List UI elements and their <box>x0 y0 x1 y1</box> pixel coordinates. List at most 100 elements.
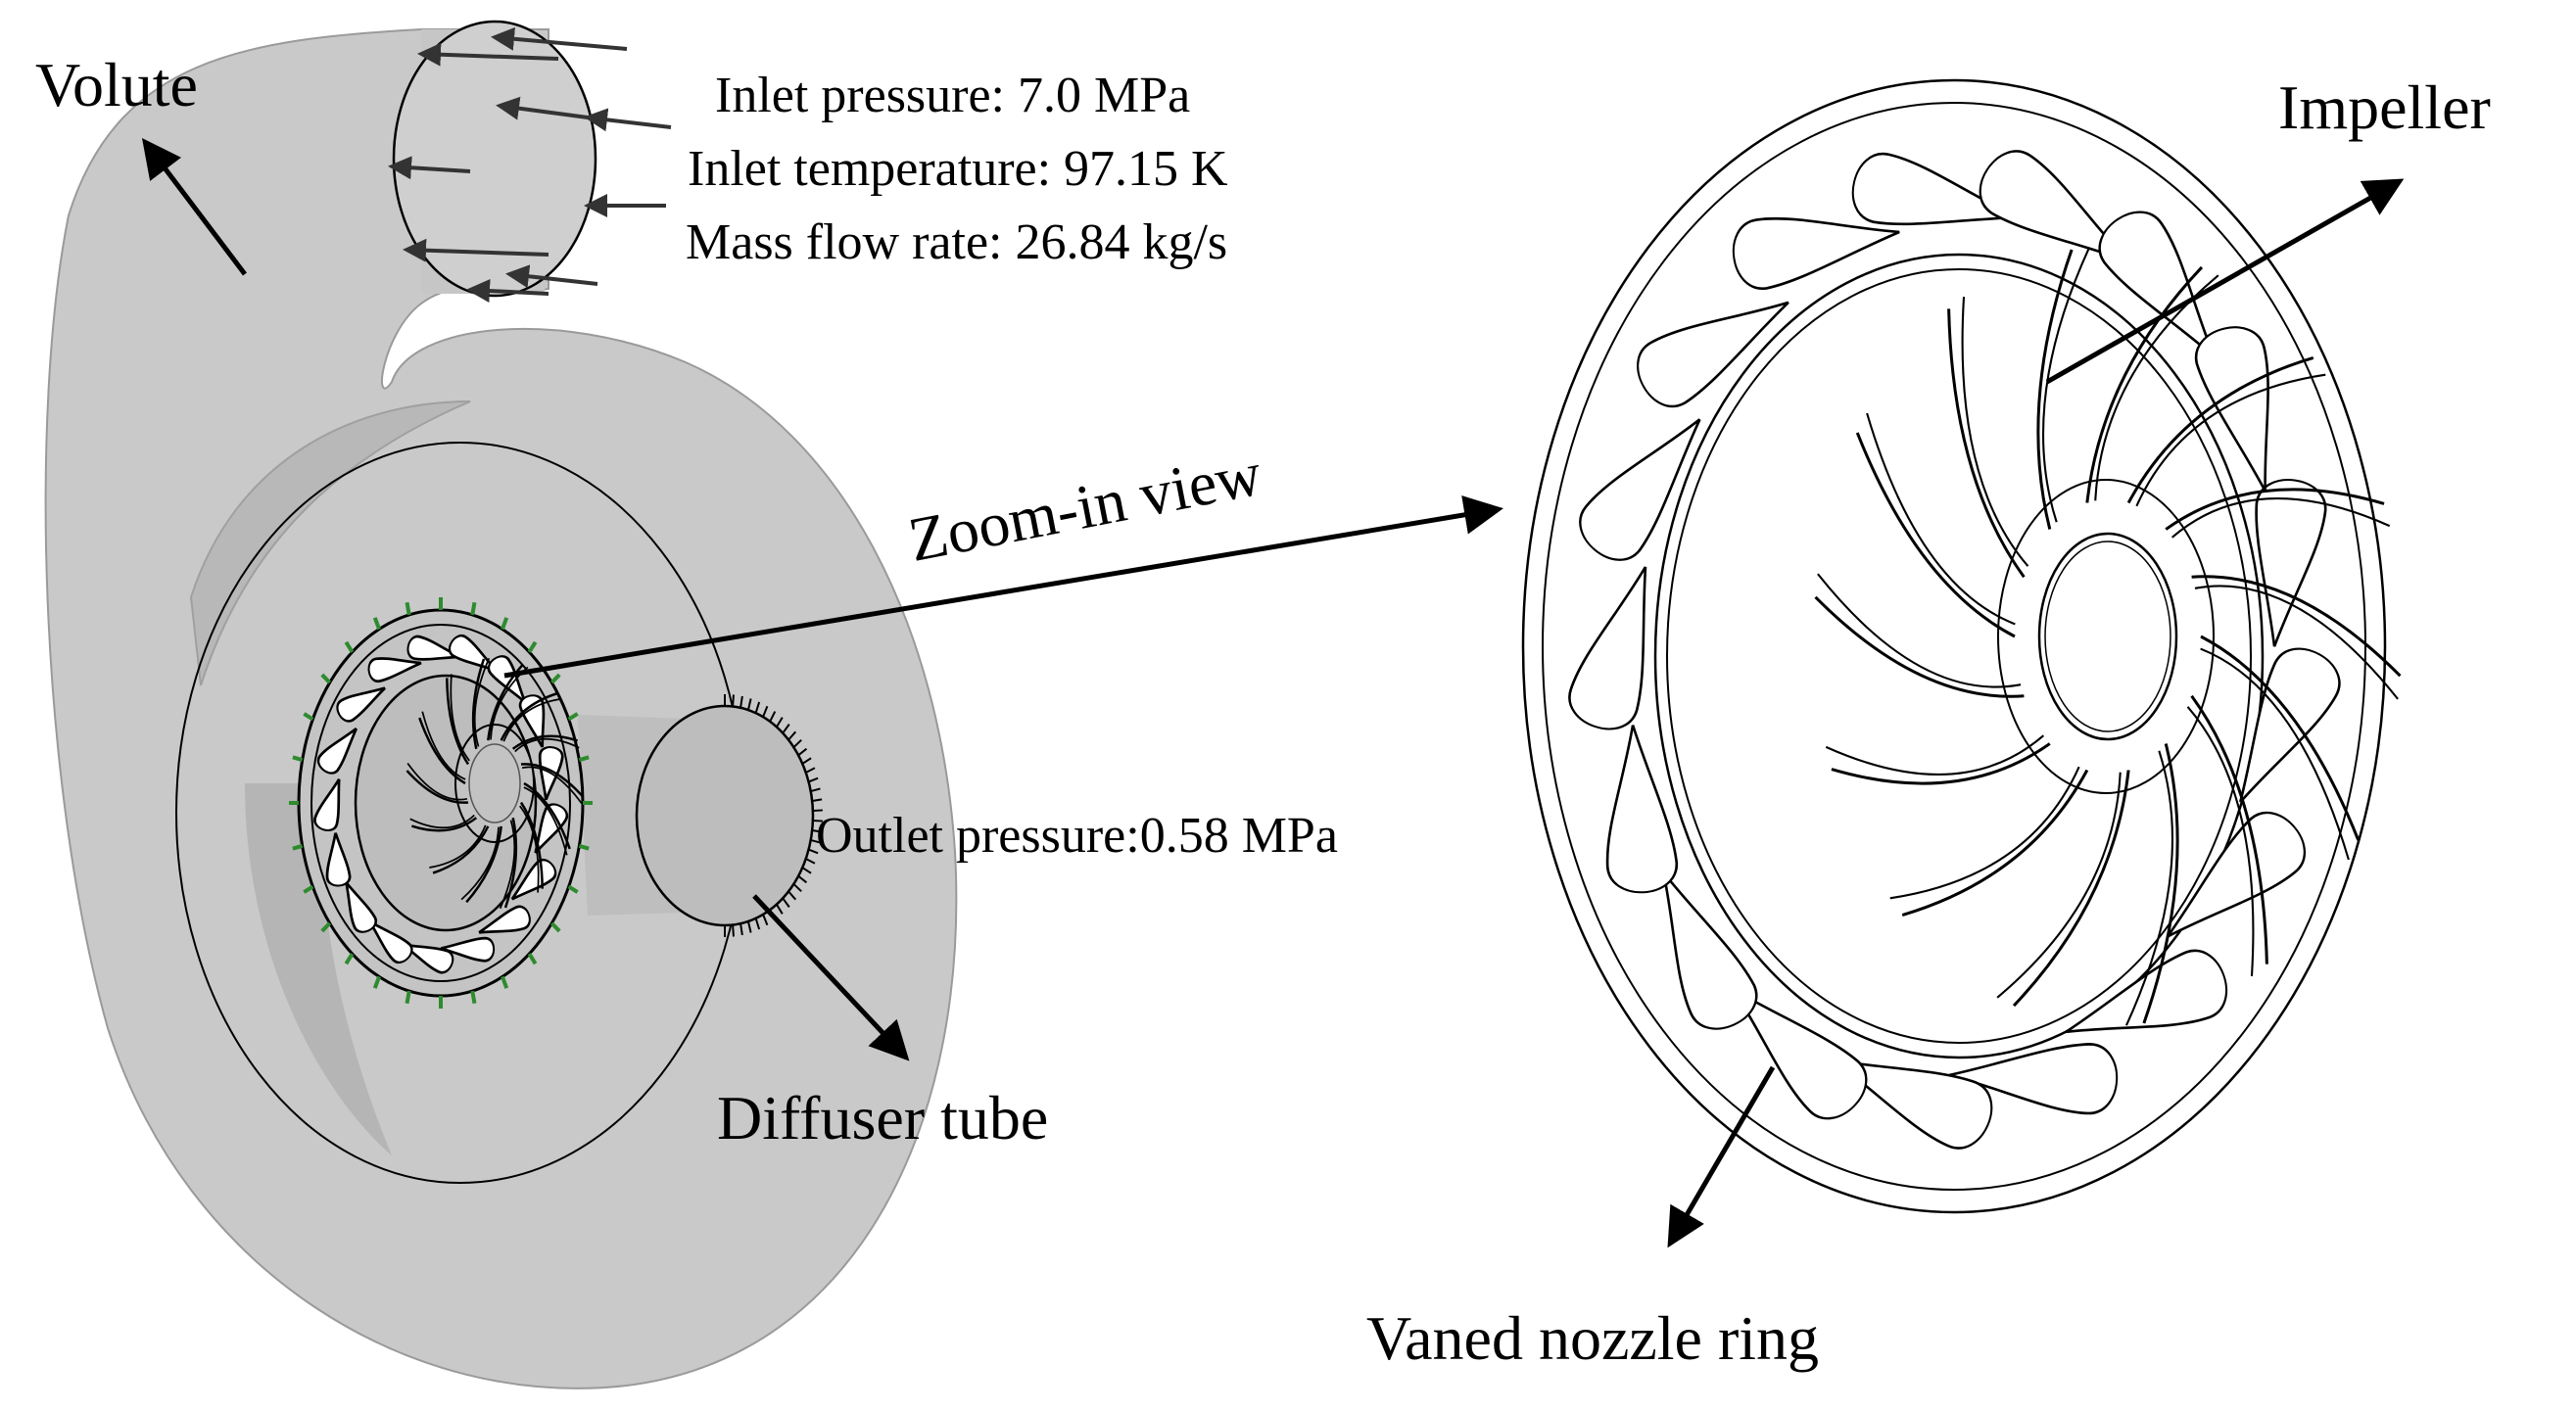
impeller-blade-edge <box>450 674 470 762</box>
diffuser-pointer <box>752 894 910 1061</box>
inlet-boundary-markers <box>289 597 593 1009</box>
nozzle-vane <box>1732 216 1900 290</box>
boundary-marker <box>320 921 332 933</box>
impeller-blade <box>418 717 466 785</box>
impeller-blade <box>503 817 518 909</box>
outlet-tick <box>732 694 735 707</box>
nozzle-ring-outer <box>1521 78 2387 1214</box>
impeller-blade <box>2191 575 2402 678</box>
impeller-blade <box>2085 265 2204 503</box>
impeller-blade <box>446 678 470 766</box>
impeller-blade-edge <box>502 698 560 742</box>
volute-pointer <box>141 138 247 276</box>
boundary-marker <box>501 617 509 631</box>
nozzle-vane <box>368 920 413 964</box>
outlet-tick <box>739 695 743 708</box>
impeller-blade-edge <box>406 762 468 801</box>
boundary-marker <box>303 884 314 894</box>
nozzle-vane <box>367 657 422 683</box>
impeller-label: Impeller <box>2278 72 2491 142</box>
outlet-tick <box>801 757 812 765</box>
nozzle-vane <box>345 881 378 933</box>
impeller-blade-edge <box>2186 706 2255 977</box>
outlet-tick <box>805 767 816 774</box>
small-nozzle-ring <box>289 597 593 1009</box>
boundary-marker <box>344 952 355 965</box>
nozzle-ring-inner-edge <box>1666 268 2252 1044</box>
impeller-blade <box>519 801 544 889</box>
impeller-blade-edge <box>460 826 500 901</box>
impeller-blade-edge <box>429 824 487 869</box>
boundary-marker <box>292 843 304 851</box>
nozzle-vane <box>1605 725 1679 894</box>
impeller-blade-edge <box>514 737 580 753</box>
outlet-tick <box>732 924 735 937</box>
impeller-blade-edge <box>1996 772 2122 999</box>
outlet-tick <box>801 867 812 874</box>
impeller-blade <box>405 770 469 804</box>
impeller-blade <box>1901 769 2089 917</box>
impeller-blade-edge <box>1866 412 2016 626</box>
impeller-blade <box>1814 595 2025 698</box>
pointer-arrows <box>141 138 2405 1248</box>
inlet-arrow <box>403 238 549 262</box>
outlet-tick <box>810 838 821 844</box>
volute-casing <box>44 20 958 1389</box>
boundary-marker <box>320 673 332 684</box>
outlet-tick <box>797 747 808 757</box>
outlet-tick <box>762 914 769 926</box>
impeller-blade <box>2012 770 2130 1008</box>
nozzle-vane <box>1833 1058 1993 1150</box>
inlet-arrow <box>466 279 549 303</box>
nozzle-vane <box>325 832 352 887</box>
impeller-blade-edge <box>2135 373 2326 507</box>
nozzle-vane <box>1637 301 1789 408</box>
vaned-nozzle-ring-label: Vaned nozzle ring <box>1366 1303 1820 1373</box>
impeller-blade-edge <box>2194 585 2399 700</box>
impeller-blade <box>500 692 557 741</box>
impeller-blade-edge <box>2042 247 2091 523</box>
nozzle-vane <box>2255 479 2327 647</box>
outlet-tick <box>782 897 790 908</box>
inlet-arrow <box>505 264 598 289</box>
inlet-flow-arrows <box>388 26 672 303</box>
boundary-marker <box>578 843 590 851</box>
outlet-tick <box>808 776 819 783</box>
nozzle-vane <box>336 686 386 723</box>
nozzle-vane <box>440 936 496 963</box>
outlet-tick <box>812 829 823 833</box>
boundary-marker <box>344 640 355 654</box>
impeller-pointer <box>2045 178 2405 385</box>
inlet-arrow <box>584 108 672 132</box>
nozzle-ring-outer-inner-edge <box>1542 102 2366 1191</box>
nozzle-vane <box>1568 566 1647 730</box>
boundary-marker <box>405 990 411 1005</box>
nozzle-vane <box>1948 1043 2119 1115</box>
boundary-marker <box>303 712 314 722</box>
mass-flow-rate-label: Mass flow rate: 26.84 kg/s <box>686 214 1228 270</box>
boundary-marker <box>470 601 477 616</box>
inlet-pressure-label: Inlet pressure: 7.0 MPa <box>715 68 1191 123</box>
boundary-marker <box>527 952 538 965</box>
nozzle-vane <box>402 943 454 974</box>
impeller-blade-edge <box>2124 750 2173 1026</box>
nozzle-vane <box>2167 811 2307 938</box>
nozzle-pointer <box>1667 1065 1776 1248</box>
impeller-blade-edge <box>421 711 466 780</box>
impeller-blade-edge <box>1889 766 2080 900</box>
impeller-blade-edge <box>1961 296 2029 567</box>
volute-inner-band <box>245 783 392 1155</box>
outlet-tick <box>739 923 743 936</box>
impeller-blade-edge <box>521 766 583 805</box>
impeller-blade <box>523 781 571 850</box>
boundary-marker <box>372 617 381 631</box>
nozzle-vane <box>2065 949 2227 1034</box>
nozzle-vane <box>1662 871 1758 1030</box>
impeller-blade <box>511 734 578 750</box>
outlet-tick <box>797 874 808 884</box>
impeller-blade-edge <box>523 786 568 856</box>
impeller-blade-edge <box>409 814 475 829</box>
impeller-blade-edge <box>1825 734 2045 776</box>
impeller-blade <box>432 825 490 874</box>
